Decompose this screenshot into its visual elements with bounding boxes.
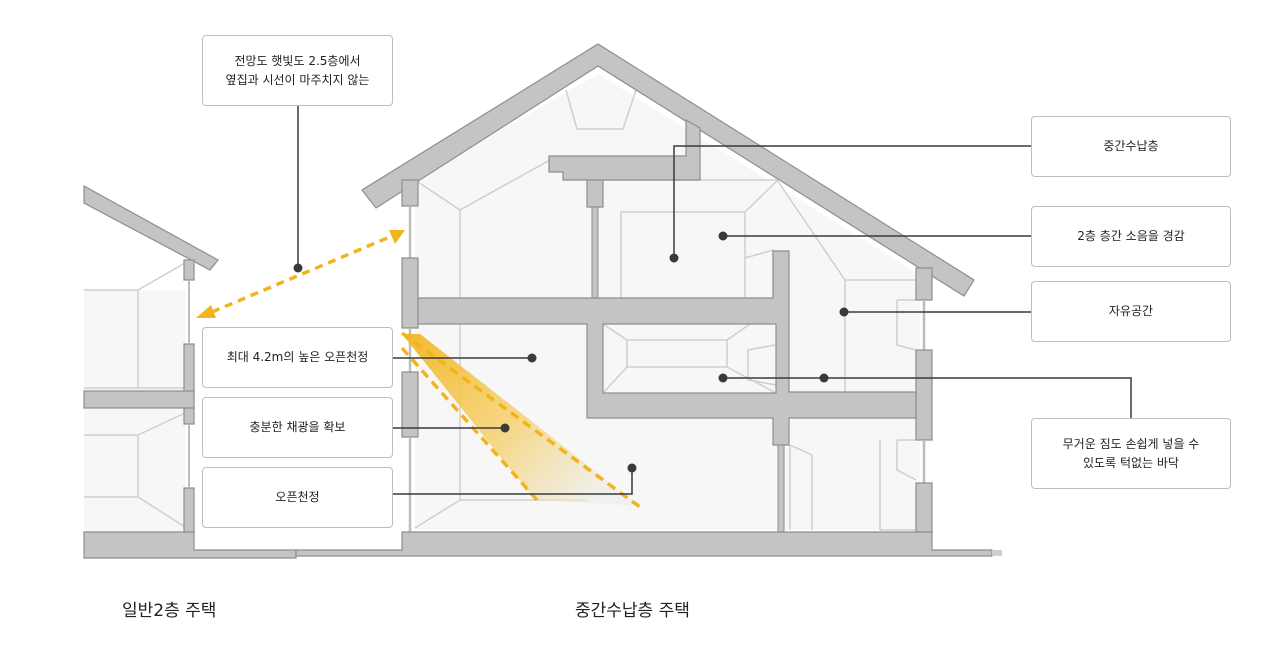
callout-max-height-text: 최대 4.2m의 높은 오픈천정: [226, 350, 369, 364]
mezzanine-ceiling-beam: [548, 118, 701, 181]
callout-flat-floor: 무거운 짐도 손쉽게 넣을 수 있도록 턱없는 바닥: [1031, 418, 1231, 489]
sightline-dashed-line: [211, 234, 393, 314]
callout-view-sunlight: 전망도 햇빛도 2.5층에서 옆집과 시선이 마주치지 않는: [202, 35, 393, 106]
callout-mezzanine-text: 중간수납층: [1103, 139, 1159, 153]
sunlight-beam-edge-upper: [400, 331, 642, 509]
left-wall-mid: [401, 257, 419, 329]
callout-free-space: 자유공간: [1031, 281, 1231, 342]
mezzanine-house-roof: [361, 43, 975, 297]
leader-dots: [293, 231, 849, 473]
sightline-arrow: [196, 230, 405, 318]
dot-flat-floor-b: [819, 373, 829, 383]
mezzanine-beam-post: [586, 179, 604, 208]
callout-noise-reduction: 2층 층간 소음을 경감: [1031, 206, 1231, 267]
caption-normal-house: 일반2층 주택: [122, 601, 217, 621]
normal-house-roof: [83, 184, 219, 271]
callout-open-ceiling: 오픈천정: [202, 467, 393, 528]
caption-mezzanine-house: 중간수납층 주택: [575, 601, 690, 621]
callout-sufficient-light: 충분한 채광을 확보: [202, 397, 393, 458]
dot-free-space: [839, 307, 849, 317]
dot-max-height: [527, 353, 537, 363]
normal-house-guides: [84, 262, 186, 528]
dot-mezzanine: [669, 253, 679, 263]
normal-house-interior: [84, 290, 186, 532]
upper-interior-post: [591, 206, 599, 299]
callout-flat-floor-text: 무거운 짐도 손쉽게 넣을 수 있도록 턱없는 바닥: [1062, 436, 1200, 470]
callout-mezzanine: 중간수납층: [1031, 116, 1231, 177]
right-wall-top: [915, 267, 933, 301]
leader-open-ceiling: [393, 468, 633, 495]
normal-house-wall-top: [183, 259, 195, 281]
normal-house-wall-mid: [183, 343, 195, 425]
leader-lines: [297, 106, 1132, 495]
mezzanine-house-guides: [414, 89, 917, 531]
callout-sufficient-light-text: 충분한 채광을 확보: [249, 420, 346, 434]
leader-flat-floor: [723, 377, 1132, 418]
callout-noise-text: 2층 층간 소음을 경감: [1077, 229, 1185, 243]
callout-view-sunlight-text: 전망도 햇빛도 2.5층에서 옆집과 시선이 마주치지 않는: [225, 53, 370, 87]
dot-noise: [718, 231, 728, 241]
upper-floor-and-mezzanine-slab: [417, 250, 917, 446]
leader-mezzanine: [673, 145, 1031, 258]
normal-house-ground: [83, 531, 297, 559]
normal-house-wall-bottom: [183, 487, 195, 539]
sightline-arrowhead-left: [196, 305, 216, 318]
callout-free-space-text: 자유공간: [1108, 304, 1154, 318]
normal-house-floor-slab: [83, 390, 195, 409]
dot-flat-floor-a: [718, 373, 728, 383]
ground-end-cap: [992, 550, 1002, 556]
dot-view: [293, 263, 303, 273]
right-wall-mid: [915, 349, 933, 441]
left-wall-top: [401, 179, 419, 207]
right-wall-bottom: [915, 482, 933, 534]
sightline-arrowhead-right: [389, 230, 405, 244]
dot-sufficient-light: [500, 423, 510, 433]
sunlight-beam-fill: [402, 334, 640, 506]
dot-open-ceiling: [627, 463, 637, 473]
callout-max-height-open-ceiling: 최대 4.2m의 높은 오픈천정: [202, 327, 393, 388]
normal-house-section: [83, 184, 297, 559]
callout-open-ceiling-text: 오픈천정: [275, 490, 320, 504]
lower-interior-post: [777, 444, 785, 533]
mezzanine-house-section: [295, 43, 1002, 557]
sunlight-beam-edge-lower: [400, 346, 539, 502]
sunlight-beam: [400, 331, 642, 509]
mezzanine-house-ground: [295, 531, 993, 557]
